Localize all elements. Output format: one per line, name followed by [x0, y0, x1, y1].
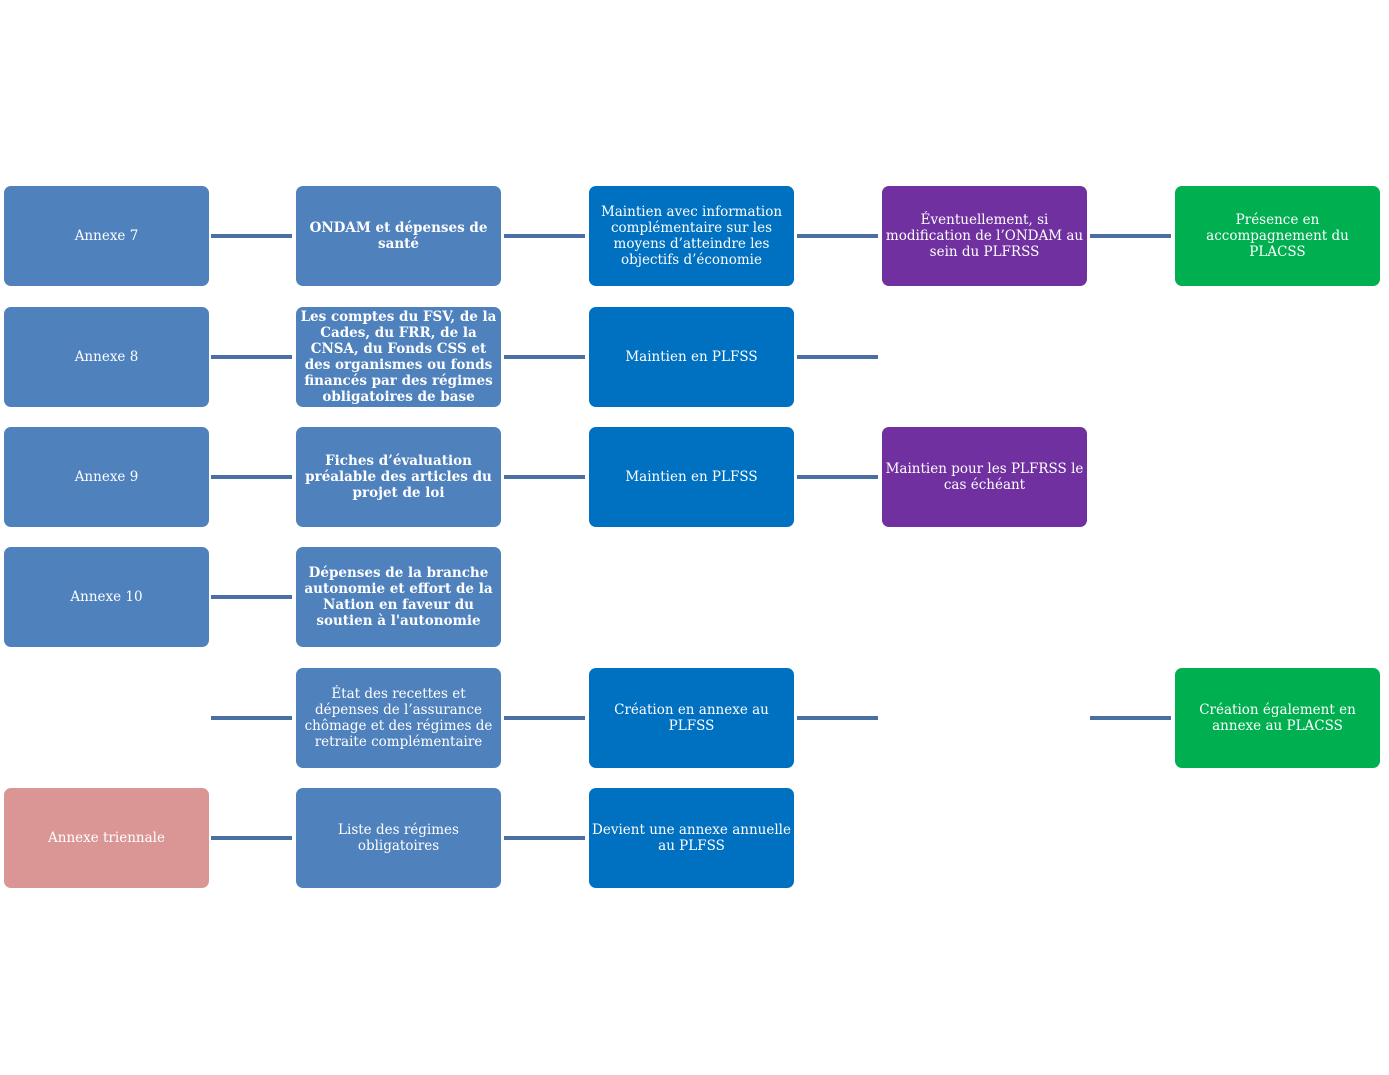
connector — [504, 716, 585, 720]
comptes-content-label: Les comptes du FSV, de la Cades, du FRR,… — [300, 309, 497, 405]
annexe-triennale-box: Annexe triennale — [4, 788, 209, 888]
annexe-9-plfrss-box: Maintien pour les PLFRSS le cas échéant — [882, 427, 1087, 527]
autonomie-content-box: Dépenses de la branche autonomie et effo… — [296, 547, 501, 647]
liste-regimes-content-box: Liste des régimes obligatoires — [296, 788, 501, 888]
annexe-7-placss-label: Présence en accompagnement du PLACSS — [1206, 212, 1349, 260]
connector — [211, 836, 292, 840]
autonomie-content-label: Dépenses de la branche autonomie et effo… — [304, 565, 493, 629]
connector — [797, 475, 878, 479]
annexe-triennale-label: Annexe triennale — [48, 830, 165, 846]
annexe-7-placss-box: Présence en accompagnement du PLACSS — [1175, 186, 1380, 286]
etat-recettes-placss-box: Création également en annexe au PLACSS — [1175, 668, 1380, 768]
connector — [797, 716, 878, 720]
annexe-8-plfss-box: Maintien en PLFSS — [589, 307, 794, 407]
connector — [1090, 234, 1171, 238]
connector — [1090, 716, 1171, 720]
etat-recettes-content-label: État des recettes et dépenses de l’assur… — [304, 686, 493, 750]
connector — [504, 234, 585, 238]
annexe-triennale-plfss-label: Devient une annexe annuelle au PLFSS — [592, 822, 791, 854]
liste-regimes-content-label: Liste des régimes obligatoires — [338, 822, 459, 854]
annexe-9-label: Annexe 9 — [74, 469, 139, 485]
ondam-content-label: ONDAM et dépenses de santé — [309, 220, 488, 252]
connector — [504, 836, 585, 840]
etat-recettes-plfss-box: Création en annexe au PLFSS — [589, 668, 794, 768]
connector — [211, 595, 292, 599]
connector — [211, 234, 292, 238]
annexe-9-plfss-box: Maintien en PLFSS — [589, 427, 794, 527]
annexe-9-plfss-label: Maintien en PLFSS — [625, 469, 758, 485]
connector — [211, 475, 292, 479]
connector — [504, 355, 585, 359]
ondam-content-box: ONDAM et dépenses de santé — [296, 186, 501, 286]
fiches-content-box: Fiches d’évaluation préalable des articl… — [296, 427, 501, 527]
annexe-8-box: Annexe 8 — [4, 307, 209, 407]
comptes-content-box: Les comptes du FSV, de la Cades, du FRR,… — [296, 307, 501, 407]
connector — [797, 355, 878, 359]
annexe-7-plfss-label: Maintien avec information complémentaire… — [600, 204, 783, 268]
annexe-7-plfrss-label: Éventuellement, si modification de l’OND… — [885, 212, 1084, 260]
connector — [211, 355, 292, 359]
annexe-triennale-plfss-box: Devient une annexe annuelle au PLFSS — [589, 788, 794, 888]
etat-recettes-plfss-label: Création en annexe au PLFSS — [614, 702, 769, 734]
fiches-content-label: Fiches d’évaluation préalable des articl… — [305, 453, 492, 501]
annexe-9-plfrss-label: Maintien pour les PLFRSS le cas échéant — [885, 461, 1084, 493]
annexe-7-plfss-box: Maintien avec information complémentaire… — [589, 186, 794, 286]
etat-recettes-content-box: État des recettes et dépenses de l’assur… — [296, 668, 501, 768]
connector — [504, 475, 585, 479]
annexe-7-box: Annexe 7 — [4, 186, 209, 286]
connector — [797, 234, 878, 238]
annexe-9-box: Annexe 9 — [4, 427, 209, 527]
annexe-7-label: Annexe 7 — [74, 228, 139, 244]
annexe-10-box: Annexe 10 — [4, 547, 209, 647]
connector — [211, 716, 292, 720]
annexe-8-label: Annexe 8 — [74, 349, 139, 365]
etat-recettes-placss-label: Création également en annexe au PLACSS — [1199, 702, 1356, 734]
annexe-10-label: Annexe 10 — [70, 589, 143, 605]
annexe-8-plfss-label: Maintien en PLFSS — [625, 349, 758, 365]
annexe-7-plfrss-box: Éventuellement, si modification de l’OND… — [882, 186, 1087, 286]
